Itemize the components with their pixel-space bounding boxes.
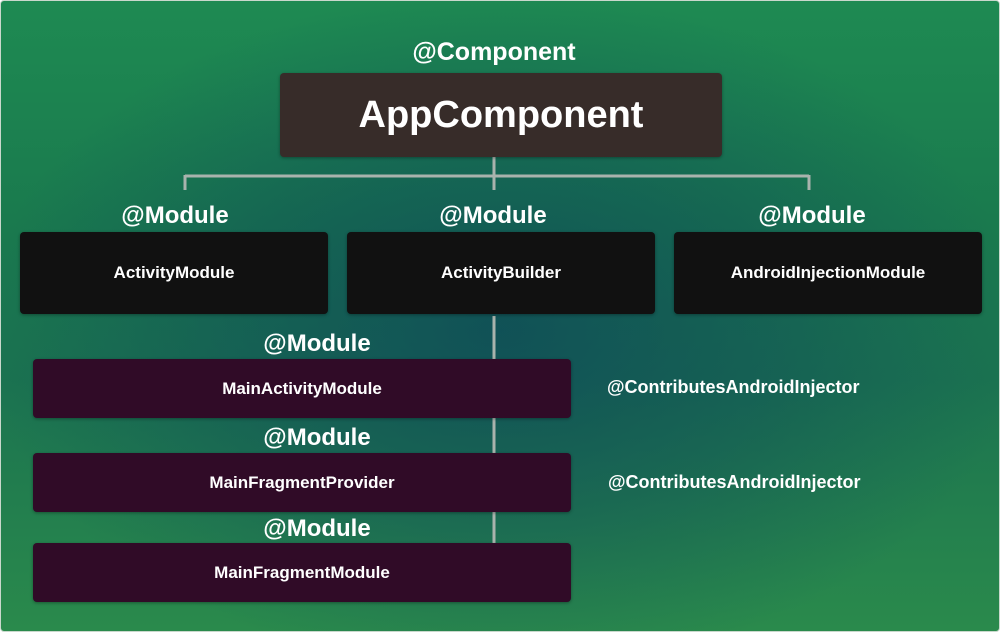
activity-builder-box: ActivityBuilder: [347, 232, 655, 314]
main-fragment-provider-box: MainFragmentProvider: [33, 453, 571, 512]
module-annotation-activity-module: @Module: [121, 202, 229, 229]
module-annotation-main-activity-module: @Module: [263, 330, 371, 357]
component-annotation: @Component: [412, 38, 576, 66]
contributes-injector-note-2: @ContributesAndroidInjector: [608, 472, 861, 492]
main-fragment-module-box: MainFragmentModule: [33, 543, 571, 602]
module-annotation-main-fragment-provider: @Module: [263, 424, 371, 451]
module-annotation-main-fragment-module: @Module: [263, 515, 371, 542]
app-component-box: AppComponent: [280, 73, 722, 157]
module-annotation-android-injection-module: @Module: [758, 202, 866, 229]
android-injection-module-box: AndroidInjectionModule: [674, 232, 982, 314]
module-annotation-activity-builder: @Module: [439, 202, 547, 229]
contributes-injector-note-1: @ContributesAndroidInjector: [607, 377, 860, 397]
main-activity-module-box: MainActivityModule: [33, 359, 571, 418]
activity-module-box: ActivityModule: [20, 232, 328, 314]
